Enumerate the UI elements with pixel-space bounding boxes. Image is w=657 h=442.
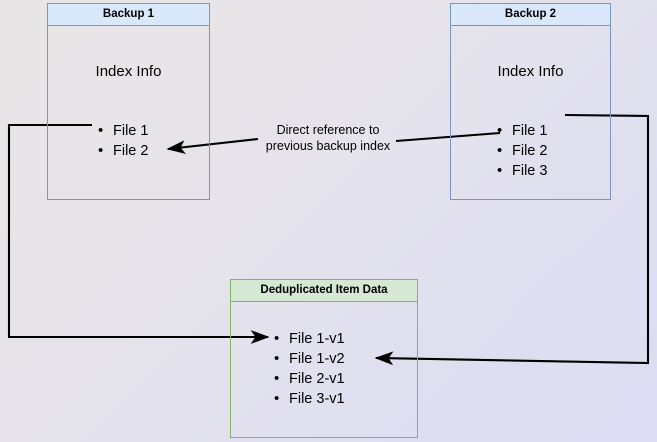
list-item: File 3 xyxy=(497,161,547,181)
list-item: File 2 xyxy=(98,141,148,161)
edge-label-direct-reference: Direct reference to previous backup inde… xyxy=(248,122,408,154)
dedup-file-list: File 1-v1 File 1-v2 File 2-v1 File 3-v1 xyxy=(274,329,345,409)
list-item: File 2-v1 xyxy=(274,369,345,389)
backup-1-index-label: Index Info xyxy=(95,63,162,80)
backup-2-body: Index Info File 1 File 2 File 3 xyxy=(451,26,610,199)
list-item: File 1 xyxy=(497,121,547,141)
node-backup-1[interactable]: Backup 1 Index Info File 1 File 2 xyxy=(47,3,210,200)
list-item: File 2 xyxy=(497,141,547,161)
node-backup-2[interactable]: Backup 2 Index Info File 1 File 2 File 3 xyxy=(450,3,611,200)
edge-label-line-1: Direct reference to xyxy=(276,123,380,137)
list-item: File 1-v2 xyxy=(274,349,345,369)
edge-label-line-2: previous backup index xyxy=(265,139,391,153)
list-item: File 1 xyxy=(98,121,148,141)
backup-2-index-label: Index Info xyxy=(497,63,564,80)
backup-1-body: Index Info File 1 File 2 xyxy=(48,26,209,199)
list-item: File 3-v1 xyxy=(274,389,345,409)
backup-2-header: Backup 2 xyxy=(451,4,610,26)
list-item: File 1-v1 xyxy=(274,329,345,349)
backup-2-file-list: File 1 File 2 File 3 xyxy=(497,121,547,181)
backup-1-file-list: File 1 File 2 xyxy=(98,121,148,161)
dedup-body: File 1-v1 File 1-v2 File 2-v1 File 3-v1 xyxy=(231,302,417,437)
dedup-header: Deduplicated Item Data xyxy=(231,280,417,302)
backup-1-header: Backup 1 xyxy=(48,4,209,26)
node-deduplicated-item-data[interactable]: Deduplicated Item Data File 1-v1 File 1-… xyxy=(230,279,418,438)
